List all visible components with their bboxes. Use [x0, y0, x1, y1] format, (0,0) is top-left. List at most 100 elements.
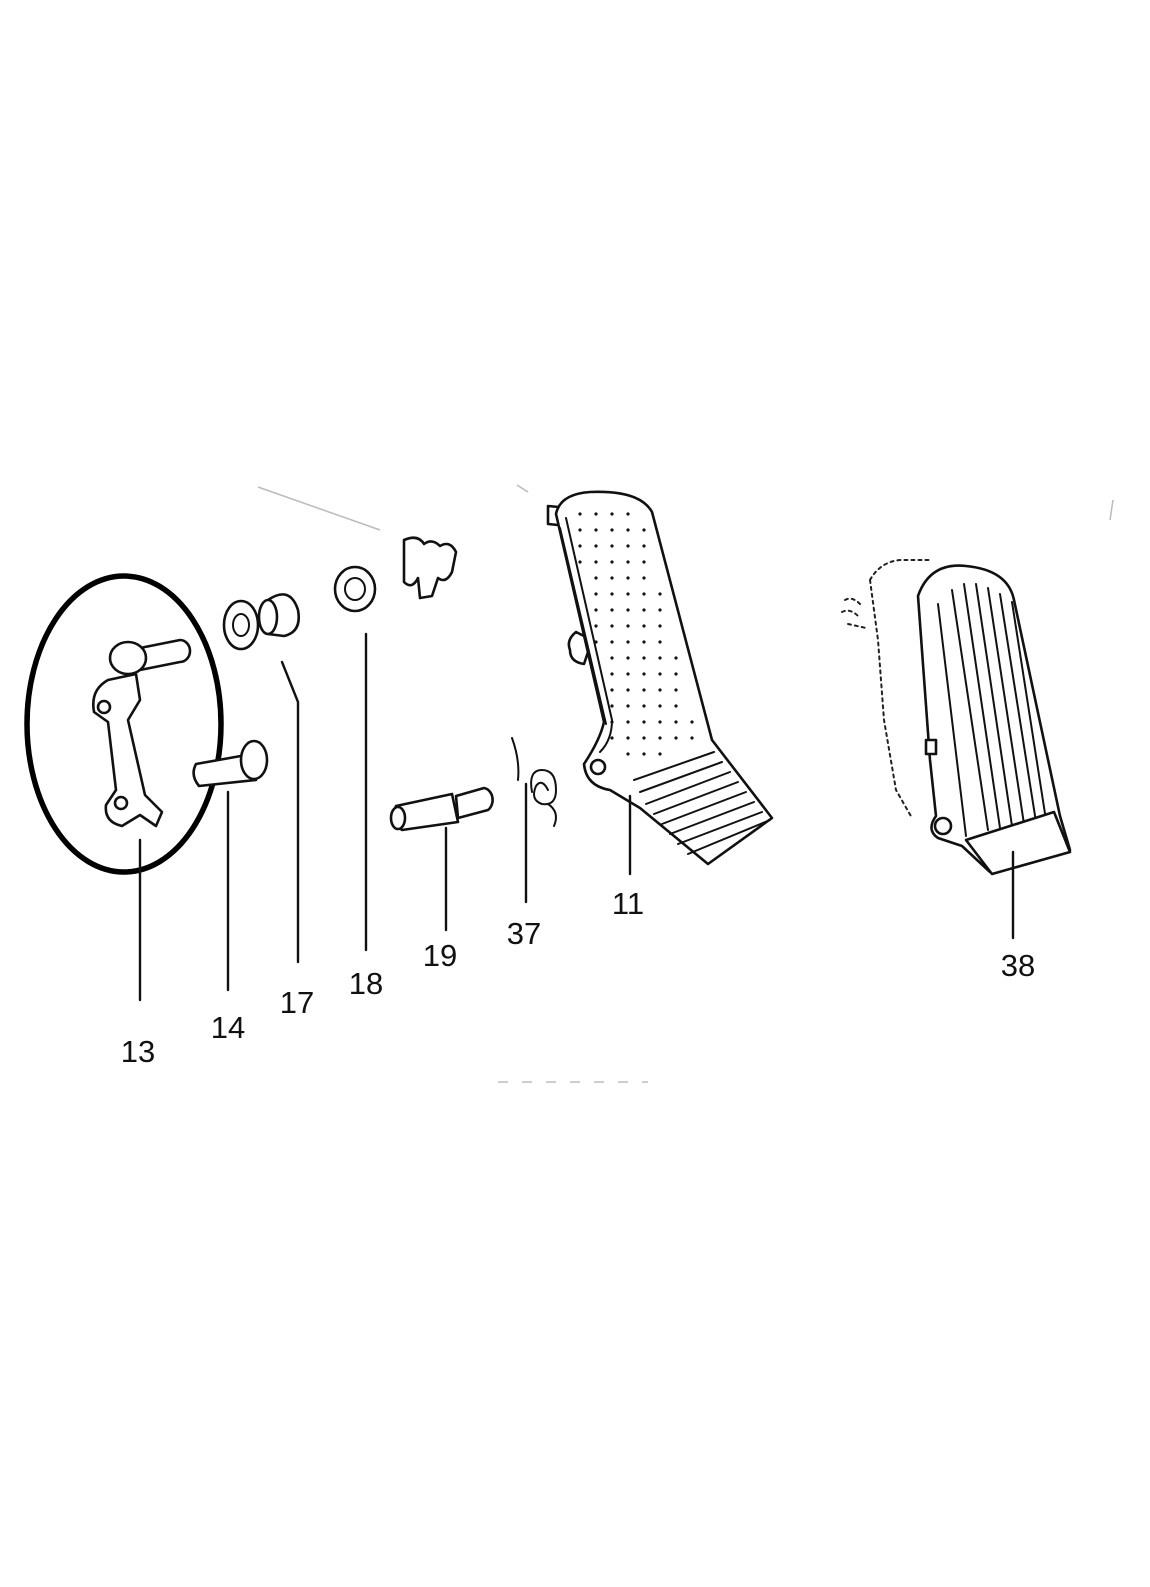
texture-dot — [642, 720, 646, 724]
texture-dot — [674, 688, 678, 692]
texture-dot — [658, 704, 662, 708]
callout-37: 37 — [507, 916, 541, 951]
texture-dot — [626, 528, 630, 532]
texture-dot — [594, 624, 598, 628]
texture-dot — [626, 592, 630, 596]
texture-dot — [578, 544, 582, 548]
leader-17 — [280, 660, 300, 964]
texture-dot — [658, 656, 662, 660]
texture-dot — [642, 704, 646, 708]
texture-dot — [642, 528, 646, 532]
texture-dot — [658, 752, 662, 756]
leader-lines — [138, 632, 1015, 1002]
texture-dot — [610, 672, 614, 676]
texture-dot — [658, 592, 662, 596]
callout-17: 17 — [280, 985, 314, 1020]
texture-dot — [610, 544, 614, 548]
texture-dot — [594, 560, 598, 564]
callout-labels: 13 14 17 18 19 37 11 38 — [121, 886, 1035, 1069]
texture-dot — [658, 608, 662, 612]
pedal-grip-ribs — [633, 751, 771, 855]
texture-dot — [594, 592, 598, 596]
scan-artifacts — [257, 484, 1114, 1083]
texture-dot — [690, 720, 694, 724]
texture-dot — [626, 624, 630, 628]
texture-dot — [658, 688, 662, 692]
texture-dot — [674, 736, 678, 740]
texture-dot — [610, 608, 614, 612]
texture-dot — [674, 704, 678, 708]
texture-dot — [626, 544, 630, 548]
texture-dot — [658, 640, 662, 644]
pedal-texture-dots — [578, 512, 694, 756]
texture-dot — [594, 608, 598, 612]
texture-dot — [578, 560, 582, 564]
texture-dot — [594, 576, 598, 580]
texture-dot — [610, 528, 614, 532]
texture-dot — [594, 512, 598, 516]
texture-dot — [674, 672, 678, 676]
texture-dot — [626, 736, 630, 740]
texture-dot — [626, 688, 630, 692]
texture-dot — [674, 656, 678, 660]
texture-dot — [642, 560, 646, 564]
texture-dot — [594, 528, 598, 532]
texture-dot — [626, 560, 630, 564]
part-13-lever — [24, 573, 224, 875]
texture-dot — [610, 560, 614, 564]
texture-dot — [642, 656, 646, 660]
texture-dot — [626, 640, 630, 644]
texture-dot — [642, 752, 646, 756]
texture-dot — [642, 688, 646, 692]
texture-dot — [642, 544, 646, 548]
texture-dot — [578, 528, 582, 532]
callout-18: 18 — [349, 966, 383, 1001]
texture-dot — [610, 624, 614, 628]
texture-dot — [610, 640, 614, 644]
texture-dot — [610, 512, 614, 516]
texture-dot — [658, 624, 662, 628]
texture-dot — [626, 608, 630, 612]
texture-dot — [642, 640, 646, 644]
texture-dot — [610, 688, 614, 692]
texture-dot — [642, 736, 646, 740]
callout-13: 13 — [121, 1034, 155, 1069]
texture-dot — [626, 704, 630, 708]
texture-dot — [658, 672, 662, 676]
texture-dot — [610, 704, 614, 708]
texture-dot — [658, 720, 662, 724]
part-14-bolt — [192, 739, 269, 788]
texture-dot — [658, 736, 662, 740]
part-17-washer-bushing — [222, 593, 300, 651]
texture-dot — [642, 624, 646, 628]
callout-19: 19 — [423, 938, 457, 973]
texture-dot — [626, 720, 630, 724]
texture-dot — [626, 656, 630, 660]
texture-dot — [610, 656, 614, 660]
texture-dot — [626, 512, 630, 516]
part-37-spring — [511, 737, 558, 827]
part-11-pedal — [546, 490, 774, 866]
texture-dot — [626, 672, 630, 676]
texture-dot — [626, 576, 630, 580]
texture-dot — [610, 592, 614, 596]
part-19-pin — [389, 786, 494, 832]
highlight-circle — [24, 573, 224, 875]
texture-dot — [642, 576, 646, 580]
texture-dot — [642, 592, 646, 596]
texture-dot — [642, 608, 646, 612]
callout-14: 14 — [211, 1010, 245, 1045]
part-18-washer-clip — [333, 536, 458, 613]
texture-dot — [610, 576, 614, 580]
callout-11: 11 — [612, 886, 644, 921]
texture-dot — [610, 720, 614, 724]
texture-dot — [594, 544, 598, 548]
texture-dot — [674, 720, 678, 724]
texture-dot — [690, 736, 694, 740]
texture-dot — [626, 752, 630, 756]
callout-38: 38 — [1001, 948, 1035, 983]
texture-dot — [610, 736, 614, 740]
texture-dot — [594, 640, 598, 644]
texture-dot — [578, 512, 582, 516]
